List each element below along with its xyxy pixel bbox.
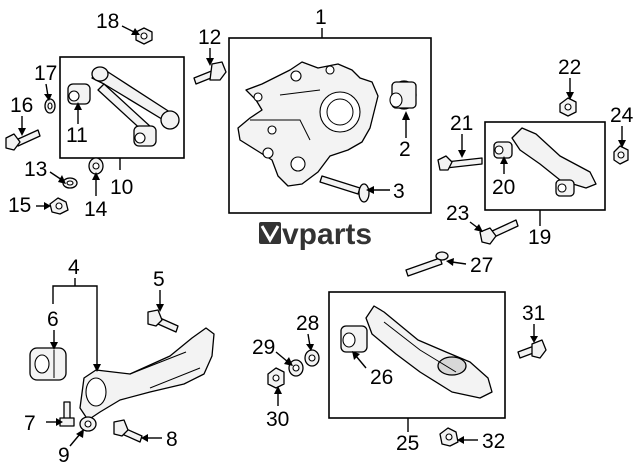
nut-part-30 (267, 367, 285, 389)
callout-23: 23 (446, 202, 469, 225)
knuckle-group-box (228, 37, 432, 214)
washer-part-29 (288, 359, 304, 377)
callout-4: 4 (68, 256, 80, 279)
leader-lines (18, 25, 626, 447)
callout-12: 12 (198, 26, 221, 49)
callout-19: 19 (528, 226, 551, 249)
callout-30: 30 (266, 408, 289, 431)
callout-labels: 1 2 3 4 5 6 7 8 9 10 11 12 13 14 15 16 1… (8, 6, 634, 467)
nut-part-15 (49, 197, 69, 215)
knuckle-part (237, 61, 379, 187)
callout-31: 31 (522, 302, 545, 325)
washer-part-14 (88, 157, 104, 175)
bushing-part-20 (493, 141, 513, 159)
callout-5: 5 (153, 268, 165, 291)
bolt-part-21 (437, 155, 483, 171)
bolt-part-16 (5, 129, 41, 151)
upper-arm-part (493, 127, 597, 197)
washer-part-9 (79, 416, 97, 432)
bushing-part-11b (133, 125, 157, 147)
callout-14: 14 (84, 198, 108, 221)
vparts-logo: vparts (259, 218, 372, 251)
callout-25: 25 (396, 432, 419, 455)
callout-8: 8 (166, 428, 178, 451)
callout-15: 15 (8, 194, 31, 217)
nut-part-32 (439, 427, 459, 447)
bolt-part-3 (319, 175, 370, 203)
washer-part-28 (304, 349, 320, 367)
bolt-part-8 (113, 419, 143, 443)
callout-13: 13 (24, 158, 47, 181)
callout-7: 7 (24, 412, 36, 435)
bushing-part-26 (340, 325, 368, 353)
callout-9: 9 (58, 444, 70, 467)
nut-part-24 (613, 145, 629, 165)
callout-27: 27 (470, 254, 493, 277)
callout-22: 22 (558, 56, 581, 79)
washer-part-17 (44, 98, 56, 114)
upper-link-group-box (59, 56, 185, 159)
nut-part-18 (135, 27, 153, 45)
callout-10: 10 (110, 176, 133, 199)
callout-11: 11 (66, 124, 88, 147)
callout-1: 1 (315, 6, 327, 29)
bolt-part-5 (147, 309, 179, 333)
upper-link-part (67, 66, 180, 147)
callout-24: 24 (610, 104, 634, 127)
callout-2: 2 (399, 138, 411, 161)
bolt-part-23 (479, 219, 519, 245)
bolt-part-7 (59, 401, 75, 427)
callout-6: 6 (47, 308, 59, 331)
nut-part-22 (559, 97, 577, 117)
callout-18: 18 (96, 10, 119, 33)
bushing-part-6 (29, 347, 67, 381)
callout-20: 20 (492, 176, 515, 199)
callout-21: 21 (450, 112, 473, 135)
logo-text: vparts (282, 218, 372, 251)
callout-17: 17 (34, 62, 57, 85)
callout-26: 26 (370, 366, 393, 389)
bushing-part-2 (389, 80, 417, 110)
callout-29: 29 (252, 336, 275, 359)
trailing-arm-part (29, 327, 215, 421)
lower-control-arm-part (340, 305, 493, 399)
lower-control-arm-group-box (328, 291, 506, 419)
callout-28: 28 (296, 312, 319, 335)
bolt-part-27 (405, 251, 449, 277)
callout-3: 3 (393, 180, 405, 203)
bushing-part-11 (67, 83, 91, 105)
upper-arm-group-box (484, 121, 606, 211)
bolt-part-12 (193, 61, 227, 85)
callout-16: 16 (10, 94, 33, 117)
bolt-part-31 (517, 339, 547, 359)
bushing-part-19b (555, 179, 575, 197)
callout-32: 32 (482, 430, 505, 453)
